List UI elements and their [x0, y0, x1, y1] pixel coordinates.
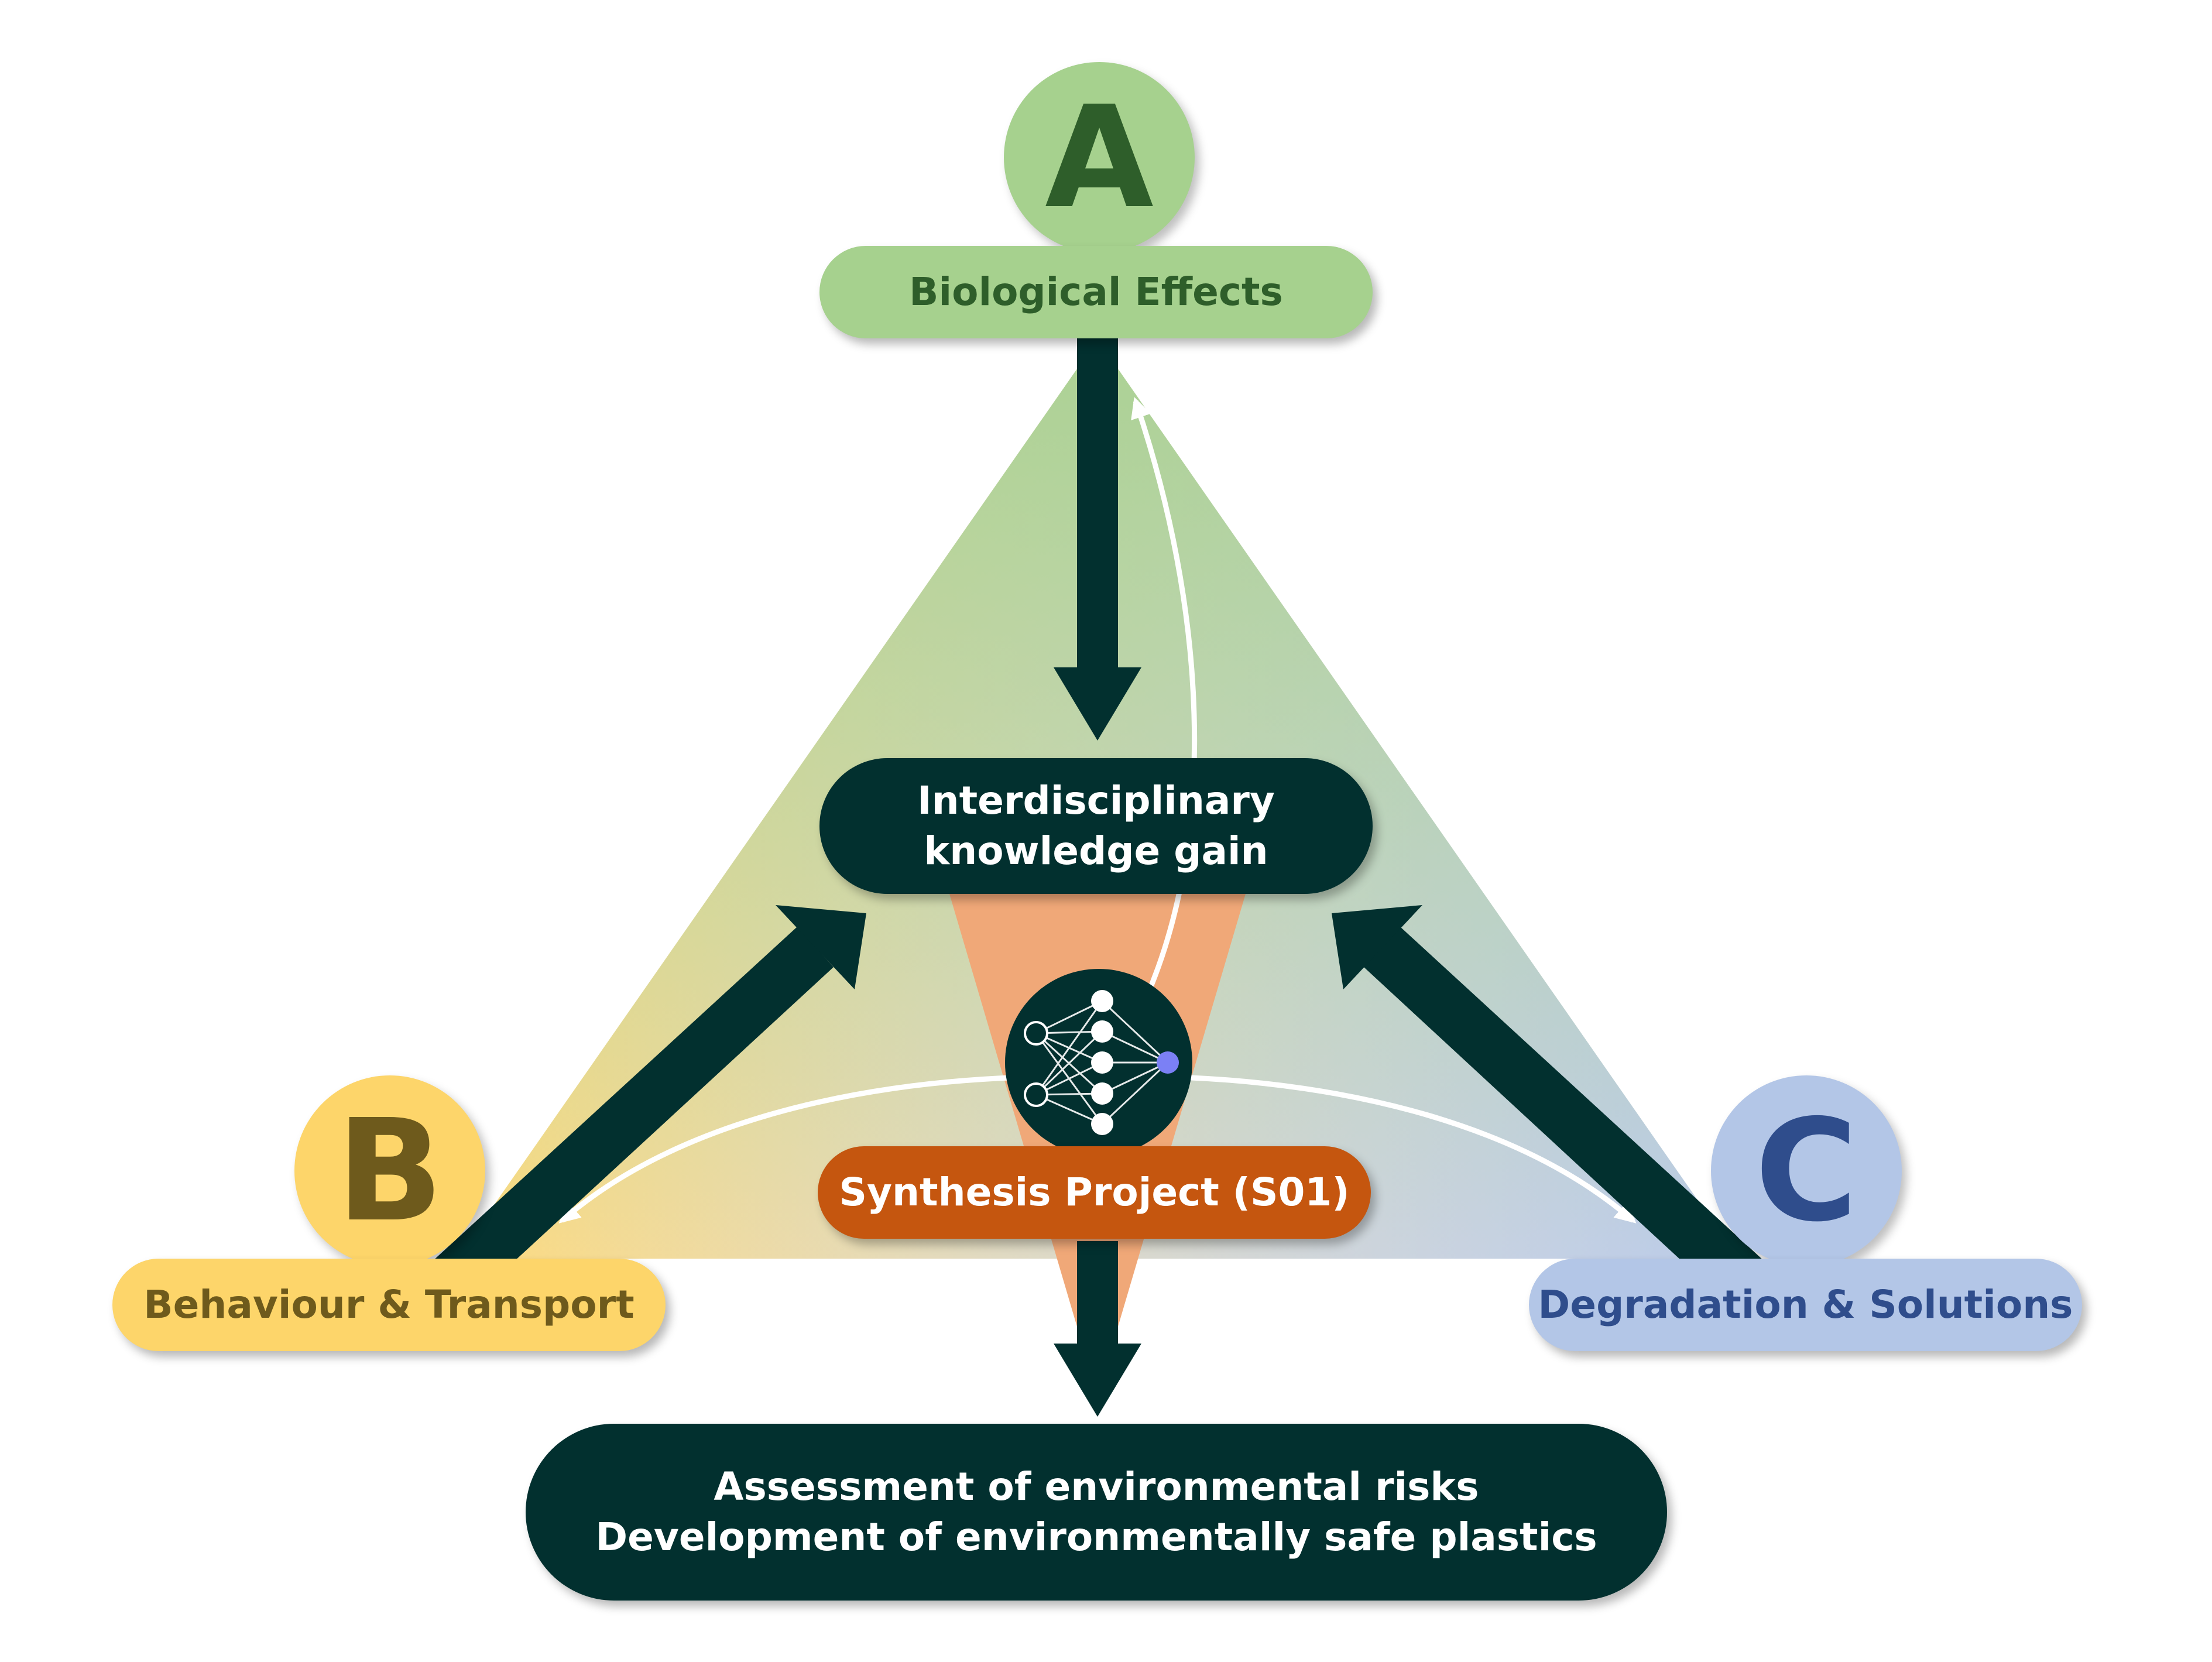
network-edge: [1102, 1030, 1168, 1064]
network-edge: [1035, 1000, 1103, 1095]
node-a-badge: A: [1004, 62, 1195, 253]
network-hidden-node: [1091, 1051, 1113, 1074]
feedback-arrow-to-b: [558, 1074, 1025, 1224]
network-hidden-node: [1091, 1020, 1113, 1043]
node-c-letter: C: [1754, 1089, 1858, 1253]
feedback-arrow-to-c: [1176, 1074, 1637, 1224]
network-edge: [1101, 1000, 1169, 1064]
network-hidden-node: [1091, 1113, 1113, 1135]
synthesis-project-box: Synthesis Project (S01): [818, 1146, 1371, 1239]
node-b-label-text: Behaviour & Transport: [143, 1282, 635, 1328]
knowledge-gain-box: Interdisciplinary knowledge gain: [819, 758, 1373, 894]
network-edge: [1102, 1061, 1168, 1095]
node-b-badge: B: [294, 1075, 485, 1266]
node-b-label: Behaviour & Transport: [112, 1259, 666, 1351]
outcome-line1: Assessment of environmental risks: [714, 1464, 1479, 1510]
node-c-label-text: Degradation & Solutions: [1538, 1282, 2073, 1328]
network-input-node: [1024, 1021, 1048, 1046]
arrow-c-to-center: [1332, 905, 1765, 1303]
node-c-badge: C: [1711, 1075, 1902, 1266]
node-b-letter: B: [336, 1089, 444, 1253]
network-input-node: [1024, 1082, 1048, 1107]
node-a-label-text: Biological Effects: [909, 269, 1283, 315]
network-edge: [1035, 1030, 1103, 1096]
node-a-label: Biological Effects: [819, 246, 1373, 338]
arrow-a-to-center: [1054, 337, 1141, 741]
node-c-label: Degradation & Solutions: [1529, 1259, 2082, 1351]
arrow-b-to-center: [432, 905, 866, 1303]
knowledge-gain-line2: knowledge gain: [924, 828, 1268, 873]
feedback-arrow-to-a: [1131, 397, 1198, 996]
network-output-node: [1157, 1051, 1179, 1074]
outcome-line2: Development of environmentally safe plas…: [595, 1514, 1597, 1560]
outcome-box: Assessment of environmental risks Develo…: [526, 1424, 1667, 1601]
knowledge-gain-line1: Interdisciplinary: [917, 778, 1275, 824]
network-edge: [1101, 1061, 1169, 1125]
node-a-letter: A: [1045, 76, 1154, 239]
synthesis-project-label: Synthesis Project (S01): [839, 1170, 1350, 1215]
network-hidden-node: [1091, 1082, 1113, 1105]
network-hidden-node: [1091, 990, 1113, 1012]
neural-network-icon: [1005, 969, 1192, 1156]
arrow-synthesis-to-outcome: [1054, 1241, 1141, 1417]
